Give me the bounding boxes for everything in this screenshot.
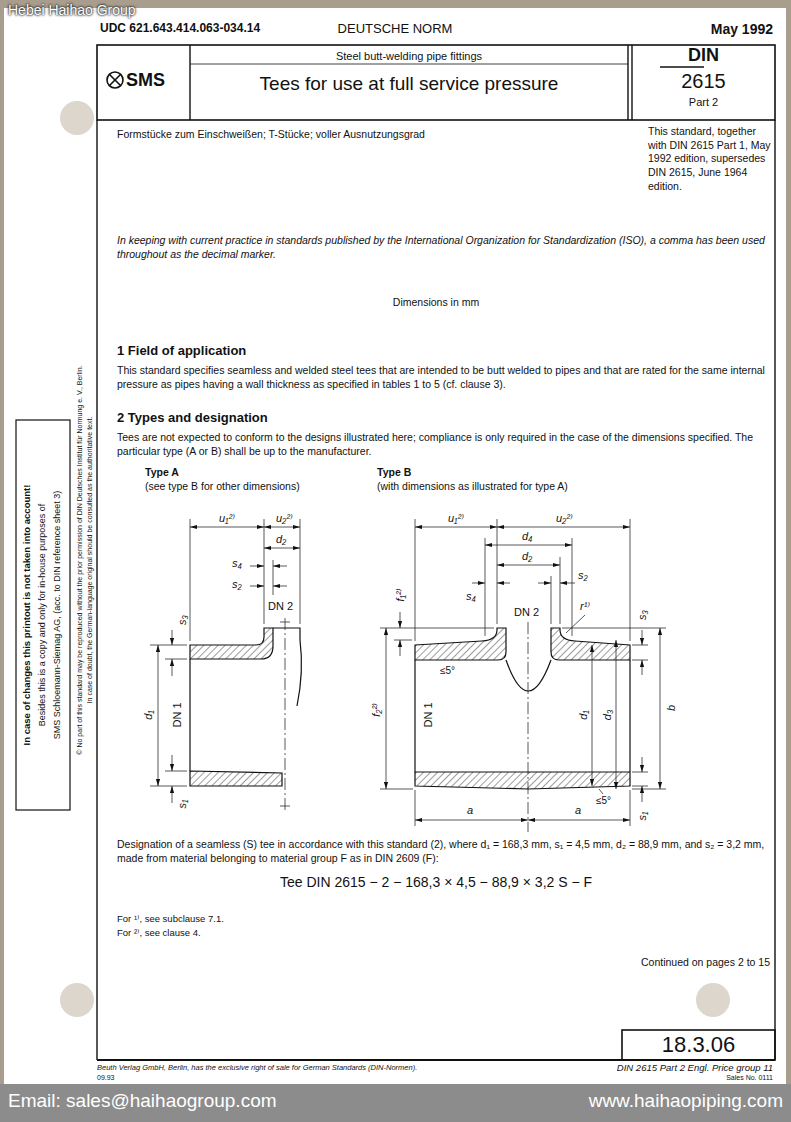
copy-notice: Besides this is a copy and only for in-h… [37,504,47,727]
dimension-label: d₃ [601,710,614,720]
din-mark: DIN [632,46,775,66]
dimension-label: s₂ [232,577,242,591]
figure-heading: Type A [145,466,179,480]
angle-label: ≤5° [596,794,611,807]
dimension-label: u₂²⁾ [276,511,293,525]
page-frame [16,45,775,1060]
dimension-label: d₁ [142,710,155,720]
dimension-label: a [467,803,473,817]
dimension-label: s₄ [232,556,242,570]
units-note: Dimensions in mm [97,296,775,310]
binder-hole [60,101,94,135]
tee-type-a-drawing [150,519,301,812]
supersession-note: This standard, together with DIN 2615 Pa… [648,125,772,193]
dimension-label: d₄ [522,529,533,543]
german-title: Formstücke zum Einschweißen; T-Stücke; v… [117,128,425,142]
figure-heading: Type B [377,466,411,480]
binder-hole [696,983,730,1017]
date-stamp: 18.3.06 [622,1032,775,1058]
section-heading: 2 Types and designation [117,410,268,427]
standard-number: 2615 [632,70,775,92]
paper-sheet [4,8,786,1084]
nominal-size-label: DN 2 [268,599,293,613]
dimension-label: s₃ [636,610,649,620]
dimension-label: s₁ [176,800,189,809]
price-group: DIN 2615 Part 2 Engl. Price group 11 [513,1062,773,1073]
tee-type-b-drawing [380,519,666,832]
dimension-label: f₁²⁾ [394,589,407,602]
logo-text: SMS [126,69,165,92]
dimension-label: f₂²⁾ [370,703,383,717]
watermark: Hebei Haihao Group [8,1,136,19]
body-text: Designation of a seamless (S) tee in acc… [117,838,772,865]
dimension-label: d₂ [522,549,532,563]
dimension-label: s₄ [466,589,476,603]
footnote: For ¹⁾, see subclause 7.1. [117,913,224,925]
dimension-label: u₂²⁾ [556,511,573,525]
nominal-size-label: DN 2 [514,605,539,619]
dimension-label: s₁ [636,812,649,821]
body-text: Tees are not expected to conform to the … [117,431,772,458]
designation-example: Tee DIN 2615 − 2 − 168,3 × 4,5 − 88,9 × … [97,873,775,891]
contact-website: www.haihaopiping.com [483,1090,783,1113]
copy-notice: SMS Schloemann-Siemag AG, (acc. to DIN r… [52,491,62,740]
body-text: This standard specifies seamless and wel… [117,364,772,391]
nominal-size-label: DN 1 [171,702,184,727]
print-date: 09.93 [97,1074,115,1082]
document-title: Tees for use at full service pressure [190,72,628,97]
angle-label: ≤5° [440,664,455,677]
nominal-size-label: DN 1 [422,702,435,727]
figure-note: (with dimensions as illustrated for type… [377,480,568,494]
dimension-label: u₁²⁾ [219,511,235,525]
contact-email: Email: sales@haihaogroup.com [8,1090,277,1113]
norm-heading: DEUTSCHE NORM [300,21,490,38]
radius-label: r¹⁾ [580,599,590,613]
dimension-label: s₃ [176,615,189,625]
copyright-note: In case of doubt, the German-language or… [86,417,94,704]
dimension-label: s₂ [578,568,588,582]
dimension-label: d₁ [577,710,590,720]
section-heading: 1 Field of application [117,343,246,360]
issue-date: May 1992 [653,20,773,38]
copyright-note: © No part of this standard may be reprod… [76,365,84,754]
udc-number: UDC 621.643.414.063-034.14 [100,21,260,37]
subject-line: Steel butt-welding pipe fittings [190,49,628,63]
dimension-label: b [665,705,678,711]
binder-hole [60,983,94,1017]
copy-notice: In case of changes this printout is not … [22,485,33,746]
dimension-label: a [575,803,581,817]
part-number: Part 2 [632,95,775,109]
publisher-note: Beuth Verlag GmbH, Berlin, has the exclu… [97,1063,417,1072]
logo-symbol [107,72,123,88]
sales-number: Sales No. 0111 [653,1074,773,1082]
dimension-label: u₁²⁾ [448,511,464,525]
contact-bar [0,1084,791,1122]
dimension-label: d₂ [276,532,286,546]
figure-note: (see type B for other dimensions) [145,480,300,494]
footnote: For ²⁾, see clause 4. [117,927,201,939]
decimal-note: In keeping with current practice in stan… [117,234,772,261]
continuation-note: Continued on pages 2 to 15 [550,956,770,970]
